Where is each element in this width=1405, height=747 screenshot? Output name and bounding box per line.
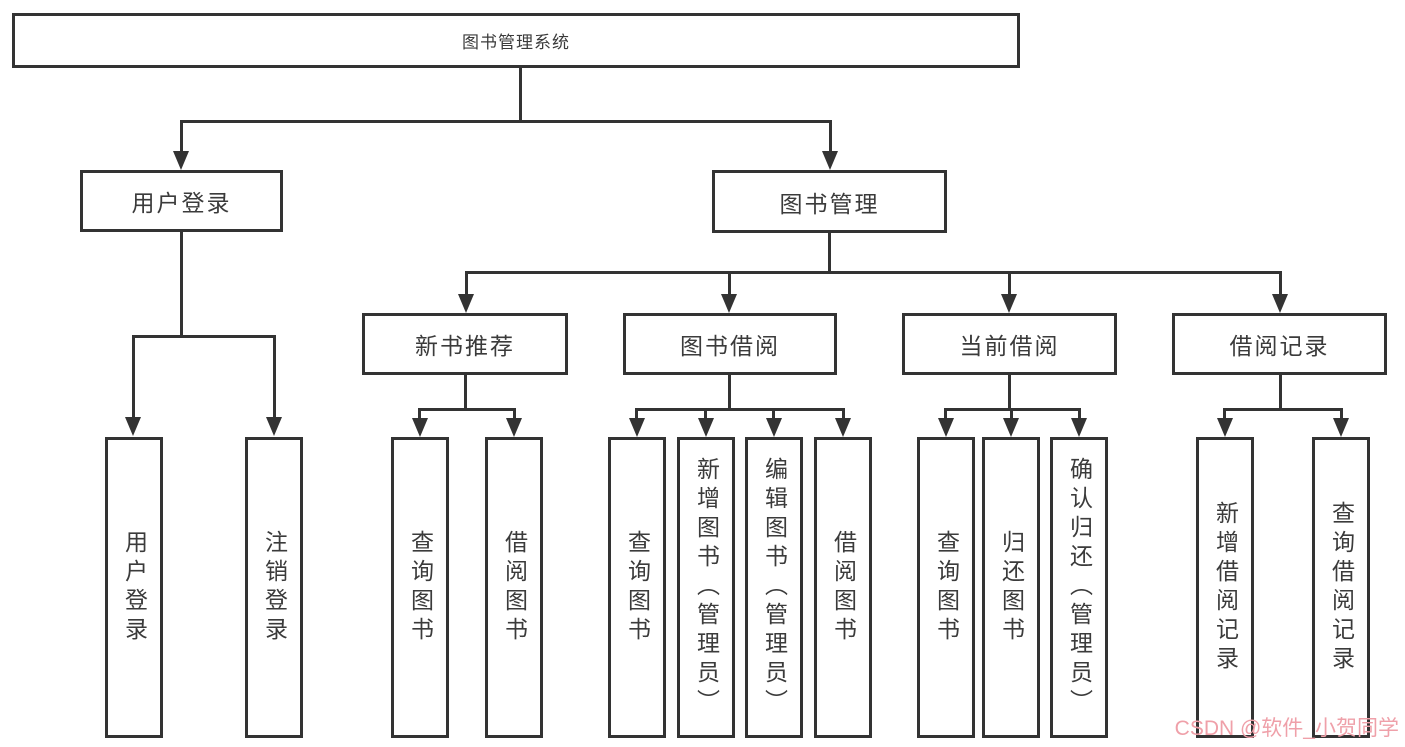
node-label: 新书推荐 — [415, 333, 515, 359]
connector-line — [1010, 408, 1013, 422]
leaf-label: 查询借阅记录 — [1328, 500, 1355, 675]
leaf-label: 注销登录 — [261, 529, 288, 646]
node-label: 用户登录 — [131, 190, 232, 216]
arrowhead-down-icon — [506, 418, 522, 437]
arrowhead-down-icon — [822, 151, 838, 170]
arrowhead-down-icon — [835, 418, 851, 437]
connector-line — [842, 408, 845, 422]
node-library-management-system: 图书管理系统 — [12, 13, 1020, 68]
leaf-label: 新增图书（管理员） — [693, 457, 720, 718]
connector-line — [519, 68, 522, 121]
arrowhead-down-icon — [698, 418, 714, 437]
arrowhead-down-icon — [125, 417, 141, 436]
connector-line — [465, 271, 1282, 274]
connector-line — [180, 232, 183, 338]
leaf-edit-books-admin: 编辑图书（管理员） — [745, 437, 803, 738]
connector-line — [728, 375, 731, 411]
connector-line — [704, 408, 707, 422]
connector-line — [829, 120, 832, 153]
arrowhead-down-icon — [458, 294, 474, 313]
leaf-query-borrow-record: 查询借阅记录 — [1312, 437, 1370, 738]
arrowhead-down-icon — [629, 418, 645, 437]
leaf-label: 归还图书 — [998, 529, 1025, 646]
node-current-borrowing: 当前借阅 — [902, 313, 1117, 375]
arrowhead-down-icon — [173, 151, 189, 170]
node-label: 借阅记录 — [1229, 333, 1330, 359]
leaf-label: 借阅图书 — [501, 529, 528, 646]
arrowhead-down-icon — [1217, 418, 1233, 437]
connector-line — [1223, 408, 1226, 422]
leaf-label: 确认归还（管理员） — [1066, 457, 1093, 718]
arrowhead-down-icon — [1003, 418, 1019, 437]
leaf-borrow-books: 借阅图书 — [814, 437, 872, 738]
connector-line — [273, 335, 276, 419]
arrowhead-down-icon — [412, 418, 428, 437]
leaf-logout: 注销登录 — [245, 437, 303, 738]
leaf-add-books-admin: 新增图书（管理员） — [677, 437, 735, 738]
leaf-label: 查询图书 — [624, 529, 651, 646]
leaf-label: 用户登录 — [121, 529, 148, 646]
leaf-return-books: 归还图书 — [982, 437, 1040, 738]
arrowhead-down-icon — [1071, 418, 1087, 437]
leaf-borrow-books-recommend: 借阅图书 — [485, 437, 543, 738]
connector-line — [465, 271, 468, 295]
leaf-label: 查询图书 — [933, 529, 960, 646]
node-book-management: 图书管理 — [712, 170, 947, 233]
arrowhead-down-icon — [1001, 294, 1017, 313]
arrowhead-down-icon — [266, 417, 282, 436]
connector-line — [1340, 408, 1343, 422]
connector-line — [1008, 271, 1011, 295]
connector-line — [828, 233, 831, 273]
connector-line — [772, 408, 775, 422]
node-label: 图书借阅 — [680, 333, 780, 359]
arrowhead-down-icon — [1272, 294, 1288, 313]
leaf-query-books-recommend: 查询图书 — [391, 437, 449, 738]
node-borrowing-records: 借阅记录 — [1172, 313, 1387, 375]
connector-line — [1008, 375, 1011, 411]
leaf-label: 查询图书 — [407, 529, 434, 646]
leaf-confirm-return-admin: 确认归还（管理员） — [1050, 437, 1108, 738]
leaf-add-borrow-record: 新增借阅记录 — [1196, 437, 1254, 738]
connector-line — [132, 335, 276, 338]
node-book-borrowing: 图书借阅 — [623, 313, 837, 375]
connector-line — [1279, 375, 1282, 411]
arrowhead-down-icon — [766, 418, 782, 437]
connector-line — [132, 335, 135, 419]
arrowhead-down-icon — [938, 418, 954, 437]
connector-line — [418, 408, 516, 411]
csdn-watermark: CSDN @软件_小贺同学 — [1174, 717, 1399, 740]
leaf-user-login: 用户登录 — [105, 437, 163, 738]
connector-line — [1223, 408, 1343, 411]
leaf-label: 借阅图书 — [830, 529, 857, 646]
leaf-query-books-borrowing: 查询图书 — [608, 437, 666, 738]
arrowhead-down-icon — [1333, 418, 1349, 437]
connector-line — [513, 408, 516, 422]
connector-line — [418, 408, 421, 422]
leaf-label: 新增借阅记录 — [1212, 500, 1239, 675]
node-label: 图书管理系统 — [462, 33, 570, 52]
leaf-label: 编辑图书（管理员） — [761, 457, 788, 718]
connector-line — [1279, 271, 1282, 295]
connector-line — [944, 408, 947, 422]
connector-line — [180, 120, 832, 123]
connector-line — [1078, 408, 1081, 422]
connector-line — [635, 408, 845, 411]
connector-line — [464, 375, 467, 411]
connector-line — [635, 408, 638, 422]
node-label: 当前借阅 — [959, 333, 1060, 359]
leaf-query-books-current: 查询图书 — [917, 437, 975, 738]
arrowhead-down-icon — [721, 294, 737, 313]
node-new-book-recommendation: 新书推荐 — [362, 313, 568, 375]
connector-line — [728, 271, 731, 295]
node-user-login: 用户登录 — [80, 170, 283, 232]
node-label: 图书管理 — [779, 190, 880, 217]
connector-line — [180, 120, 183, 153]
